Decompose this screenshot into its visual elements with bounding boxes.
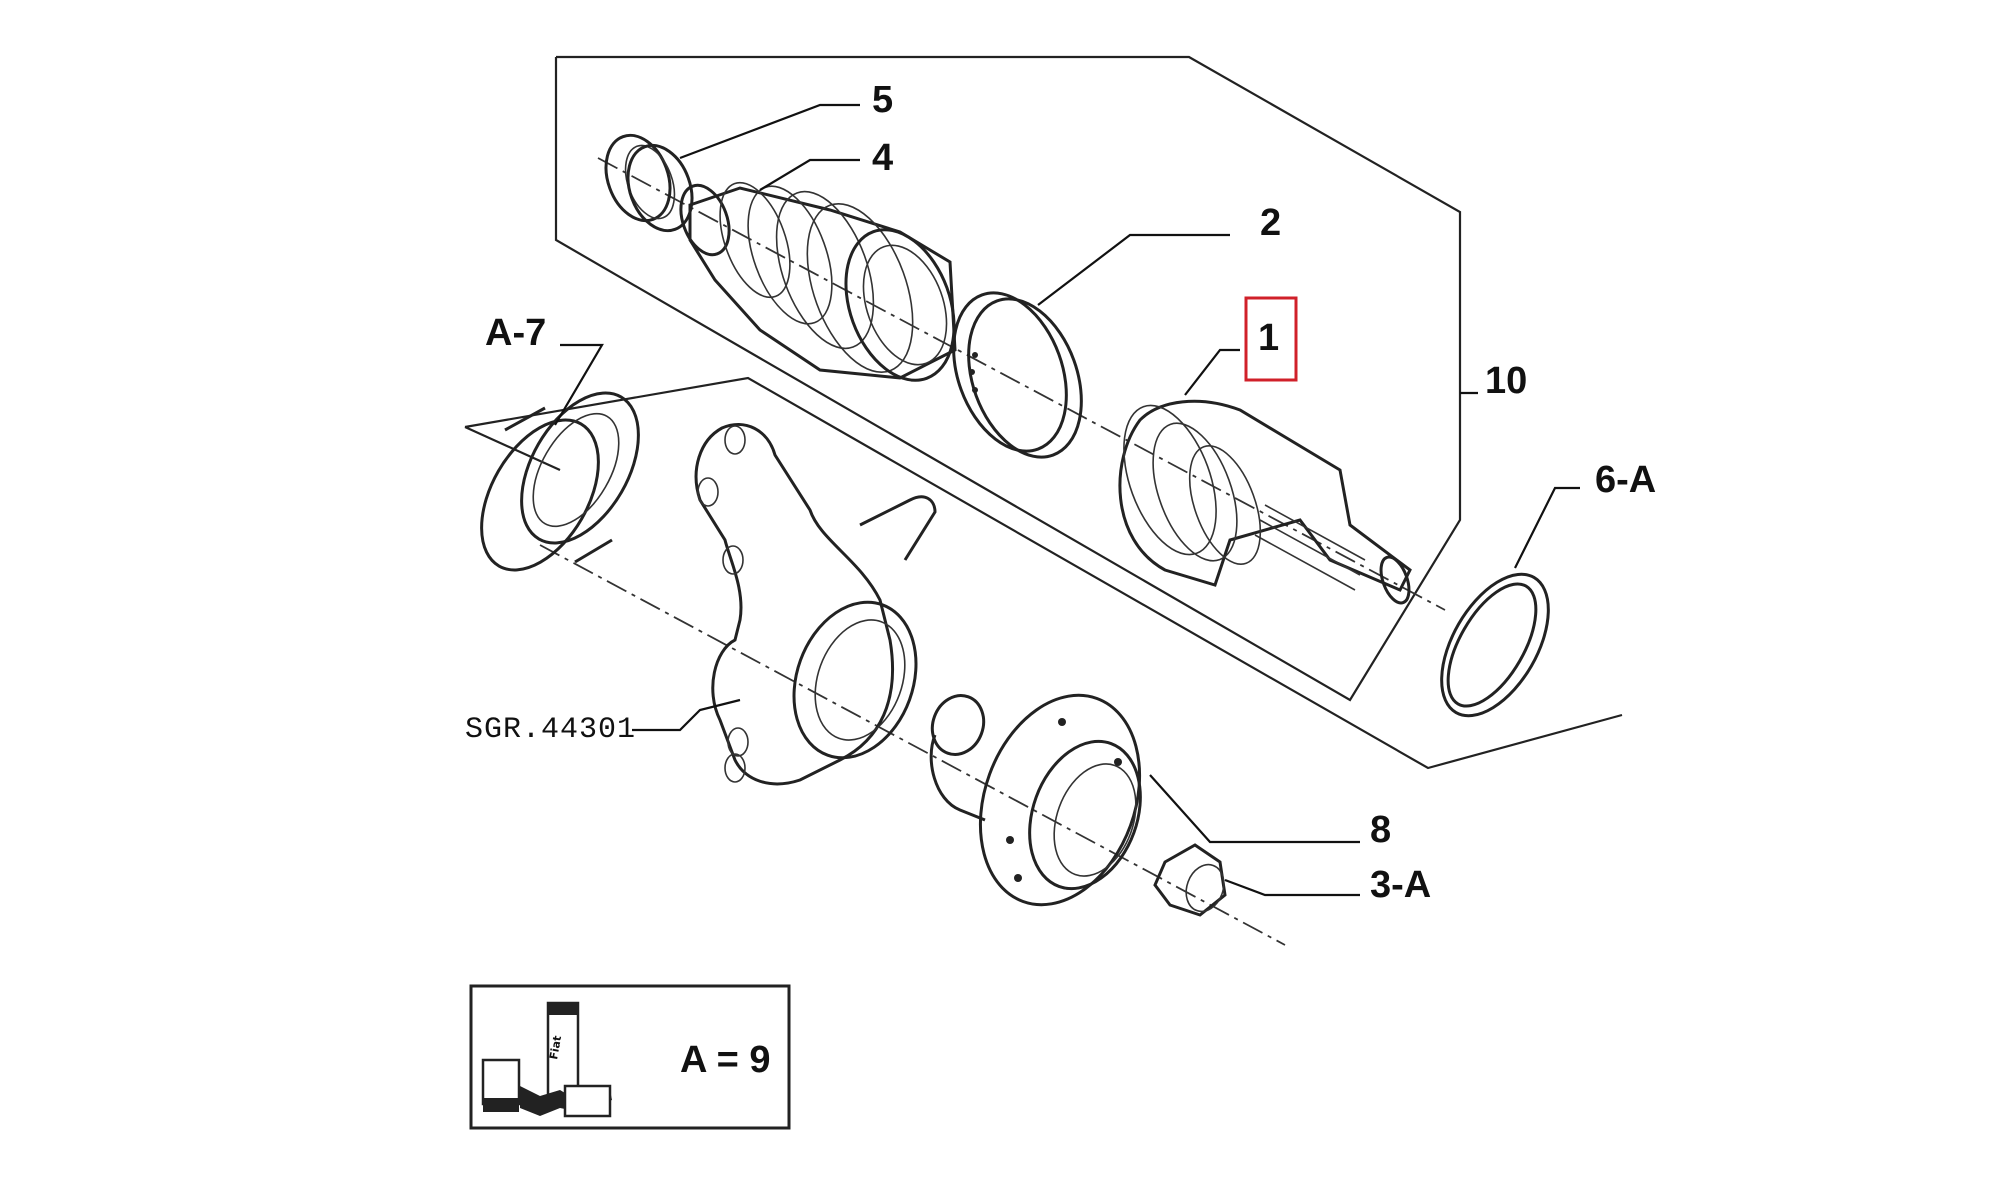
callout-2: 2	[1260, 202, 1281, 244]
part-8-hub[interactable]	[924, 673, 1167, 927]
callout-8: 8	[1370, 809, 1391, 851]
leader-4	[759, 158, 860, 191]
callout-5: 5	[872, 79, 893, 121]
callout-6a: 6-A	[1595, 459, 1656, 501]
leader-code	[632, 698, 741, 732]
leader-3a	[1224, 878, 1360, 897]
grease-can-icon: Fiat	[481, 1001, 612, 1118]
callout-1: 1	[1258, 317, 1279, 359]
leader-6a	[1514, 486, 1580, 569]
hub-frame	[464, 376, 1623, 770]
legend-box: Fiat A = 9	[469, 984, 791, 1130]
part-5-clamp[interactable]	[595, 126, 703, 239]
leader-2	[1037, 233, 1230, 306]
leader-8	[1149, 774, 1360, 844]
leader-1	[1184, 348, 1240, 396]
part-3a-nut[interactable]	[1153, 843, 1230, 917]
part-6a-seal-ring[interactable]	[1420, 556, 1571, 733]
leader-a7	[554, 343, 604, 426]
kit-frame	[554, 55, 1462, 702]
callout-a7: A-7	[485, 312, 546, 354]
axis-upper	[597, 157, 1446, 611]
callout-10: 10	[1485, 360, 1527, 402]
part-a7-bearing-seal[interactable]	[457, 373, 662, 590]
highlight-box	[1244, 296, 1298, 382]
svg-text:Fiat: Fiat	[547, 1035, 564, 1061]
part-code-label: SGR.44301	[465, 713, 636, 747]
steering-knuckle[interactable]	[694, 422, 937, 786]
leader-5	[679, 103, 860, 160]
callout-4: 4	[872, 137, 893, 179]
part-2-clamp-ring[interactable]	[933, 277, 1102, 473]
legend-text: A = 9	[680, 1039, 770, 1081]
axis-lower	[539, 544, 1286, 946]
callout-3a: 3-A	[1370, 864, 1431, 906]
part-1-cv-joint[interactable]	[1106, 393, 1415, 607]
part-4-boot[interactable]	[672, 173, 974, 395]
